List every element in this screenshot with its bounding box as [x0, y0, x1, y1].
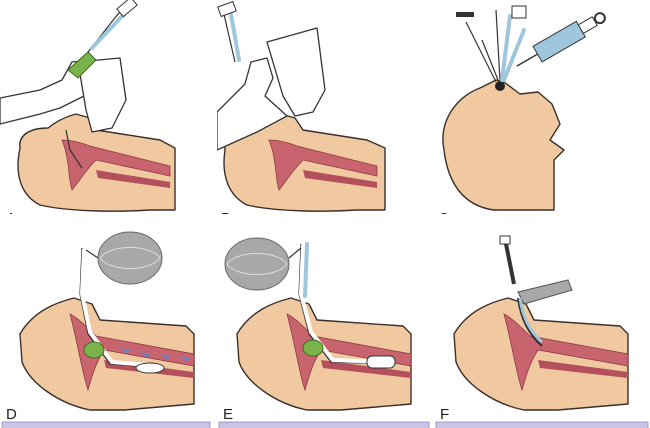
panel-c-illustration — [442, 5, 606, 211]
panel-f-illustration — [435, 235, 649, 428]
panel-d-ground — [1, 421, 211, 428]
panel-f-ground — [435, 421, 649, 428]
panel-e-illustration — [218, 237, 430, 428]
panel-b-letter: B — [221, 211, 231, 214]
panel-d-letter: D — [6, 406, 17, 423]
panel-e-letter: E — [223, 406, 234, 423]
panel-d-illustration — [1, 231, 211, 428]
panel-e: E — [217, 214, 433, 428]
panel-b-illustration — [217, 0, 386, 212]
panel-a-letter: A — [6, 211, 16, 214]
panel-b: B — [217, 0, 433, 214]
panel-c: C — [434, 0, 650, 214]
panel-a: A — [0, 0, 216, 214]
panel-f: F — [434, 214, 650, 428]
panel-f-letter: F — [440, 406, 450, 423]
panel-c-letter: C — [438, 211, 449, 214]
panel-a-illustration — [0, 0, 176, 212]
panel-d: D — [0, 214, 216, 428]
panel-e-ground — [218, 421, 430, 428]
